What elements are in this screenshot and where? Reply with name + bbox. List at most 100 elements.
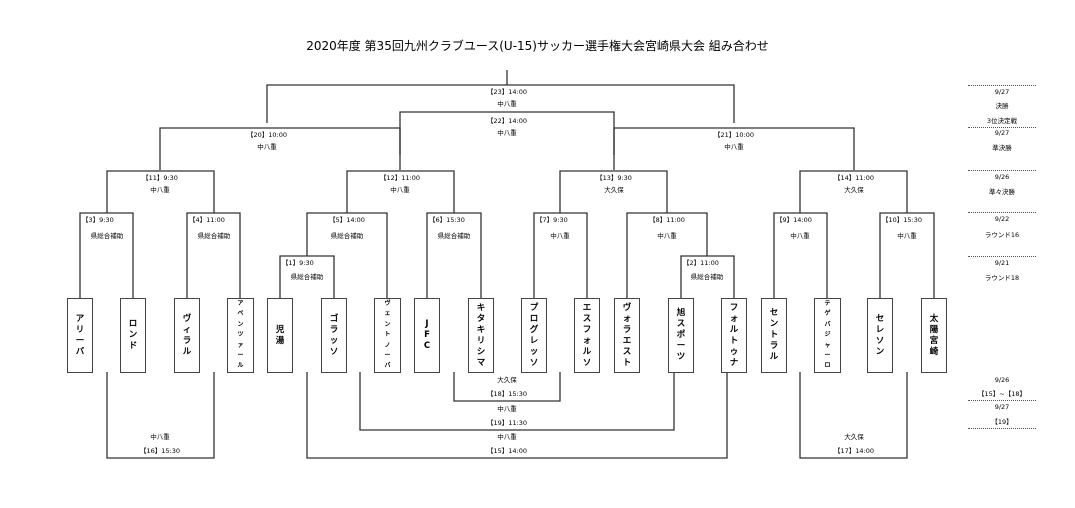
- match-14-label: 【14】11:00: [833, 174, 875, 182]
- schedule-divider: [968, 127, 1036, 128]
- match-10-venue: 中八重: [897, 232, 917, 240]
- team-name-char: ラ: [182, 335, 192, 346]
- team-name-char: ポ: [676, 330, 686, 340]
- team-name-char: セ: [769, 308, 779, 318]
- team-box: エスフォルソ: [574, 298, 600, 373]
- match-16-venue: 中八重: [150, 433, 170, 441]
- line-m7: [533, 212, 588, 298]
- team-name-char: ル: [182, 346, 192, 357]
- team-name-char: 児: [275, 324, 285, 335]
- team-name-char: ゲ: [824, 310, 831, 318]
- schedule-round: 準決勝: [992, 144, 1012, 152]
- team-name-char: ー: [75, 335, 85, 346]
- team-name-char: ン: [128, 330, 138, 340]
- schedule-date: 9/26: [994, 173, 1010, 181]
- match-9-label: 【9】14:00: [776, 216, 812, 224]
- match-4-label: 【4】11:00: [189, 216, 225, 224]
- team-name-char: フ: [729, 302, 739, 313]
- line-m6: [426, 212, 482, 298]
- team-name-char: ラ: [769, 341, 779, 351]
- team-name-char: レ: [529, 335, 539, 346]
- match-13-label: 【13】9:30: [596, 174, 632, 182]
- team-name-char: レ: [875, 324, 885, 335]
- match-5-venue: 県総合補助: [330, 232, 364, 240]
- team-name-char: ド: [128, 341, 138, 351]
- team-name-char: C: [423, 341, 431, 351]
- team-name-char: ャ: [824, 341, 831, 349]
- team-name-char: グ: [529, 324, 539, 335]
- match-5-label: 【5】14:00: [329, 216, 365, 224]
- match-14-venue: 大久保: [844, 186, 864, 194]
- line-m17: [799, 372, 908, 459]
- team-name-char: ッ: [529, 346, 539, 357]
- team-name-char: ォ: [582, 335, 592, 346]
- match-17-label: 【17】14:00: [833, 447, 875, 455]
- team-name-char: J: [425, 319, 429, 329]
- line-m4: [186, 212, 241, 298]
- match-22-venue: 中八重: [497, 129, 517, 137]
- schedule-date: 9/27: [994, 88, 1010, 96]
- match-12-venue: 中八重: [390, 186, 410, 194]
- team-name-char: ノ: [384, 341, 391, 349]
- match-1-label: 【1】9:30: [282, 259, 314, 267]
- team-name-char: ル: [769, 352, 779, 362]
- match-22-label: 【22】14:00: [486, 117, 528, 125]
- line-m16: [106, 372, 215, 459]
- team-box: 太陽宮崎: [921, 298, 947, 373]
- match-12-label: 【12】11:00: [379, 174, 421, 182]
- team-name-char: ン: [875, 346, 885, 357]
- line-m19: [359, 372, 675, 431]
- page-title: 2020年度 第35回九州クラブユース(U-15)サッカー選手権大会宮崎県大会 …: [306, 39, 769, 53]
- schedule-round: 3位決定戦: [986, 117, 1018, 125]
- match-11-venue: 中八重: [150, 186, 170, 194]
- team-name-char: エ: [622, 335, 632, 346]
- team-name-char: バ: [75, 346, 85, 357]
- line-m9: [773, 212, 828, 298]
- team-box: ロンド: [120, 298, 146, 373]
- team-name-char: ル: [237, 362, 244, 370]
- team-name-char: ィ: [182, 324, 192, 335]
- line-m3: [79, 212, 134, 298]
- line-m2: [680, 255, 735, 298]
- match-2-venue: 県総合補助: [690, 273, 724, 281]
- team-box: アリーバ: [67, 298, 93, 373]
- team-name-char: キ: [476, 302, 486, 313]
- match-10-label: 【10】15:30: [882, 216, 923, 224]
- team-box: 旭スポーツ: [668, 298, 694, 373]
- team-name-char: ヴ: [182, 313, 192, 324]
- team-name-char: ト: [729, 335, 739, 346]
- line-sf-21: [613, 127, 855, 170]
- team-box: 児湯: [267, 298, 293, 373]
- team-name-char: 宮: [929, 335, 939, 346]
- team-name-char: ト: [384, 331, 391, 339]
- team-name-char: 湯: [275, 335, 285, 346]
- match-6-venue: 県総合補助: [437, 232, 471, 240]
- match-8-venue: 中八重: [657, 232, 677, 240]
- team-name-char: F: [424, 330, 430, 340]
- schedule-date: 9/27: [994, 403, 1010, 411]
- team-name-char: フ: [582, 324, 592, 335]
- team-name-char: ソ: [329, 346, 339, 357]
- schedule-divider: [968, 85, 1036, 86]
- match-1-venue: 県総合補助: [290, 273, 324, 281]
- team-name-char: ア: [75, 313, 85, 324]
- schedule-date: 9/27: [994, 129, 1010, 137]
- team-name-char: マ: [476, 357, 486, 368]
- schedule-divider: [968, 428, 1036, 429]
- match-3-venue: 県総合補助: [90, 232, 124, 240]
- team-name-char: ル: [582, 346, 592, 357]
- match-3-label: 【3】9:30: [82, 216, 114, 224]
- match-2-label: 【2】11:00: [683, 259, 719, 267]
- team-name-char: ラ: [622, 324, 632, 335]
- team-name-char: ァ: [237, 341, 244, 349]
- line-qf-11: [106, 170, 215, 213]
- schedule-divider: [968, 400, 1036, 401]
- match-11-label: 【11】9:30: [142, 174, 178, 182]
- team-name-char: ラ: [329, 324, 339, 335]
- team-name-char: ル: [729, 324, 739, 335]
- match-19-label: 【19】11:30: [486, 419, 528, 427]
- schedule-divider: [968, 170, 1036, 171]
- line-m10: [879, 212, 935, 298]
